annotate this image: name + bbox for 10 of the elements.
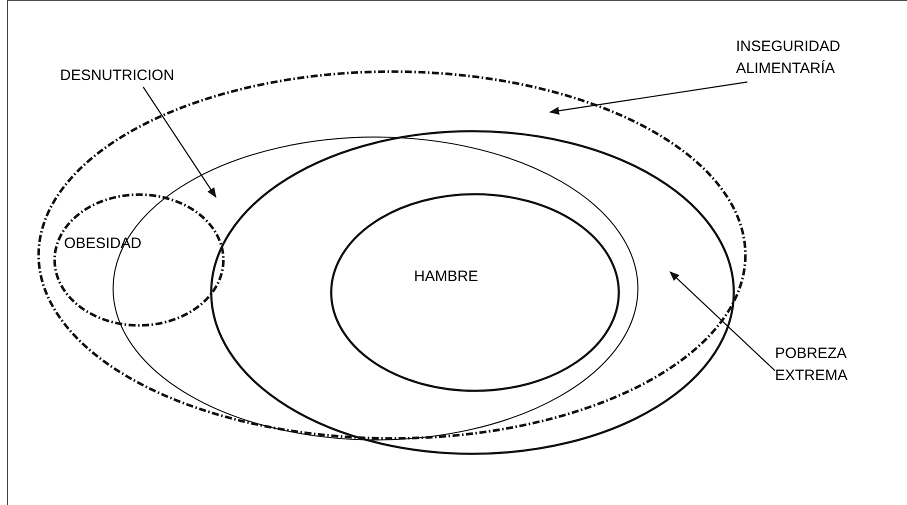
set-label: DESNUTRICION [60,65,220,87]
arrow [669,271,776,372]
arrow [142,86,216,198]
set-label: INSEGURIDAD ALIMENTARÍA [736,36,878,82]
set-label: POBREZA EXTREMA [775,343,875,385]
set-label: HAMBRE [414,268,480,286]
arrow [549,81,748,115]
ellipse-outline [52,192,226,328]
ellipse-outline [329,192,621,393]
ellipse-outline [209,129,736,456]
